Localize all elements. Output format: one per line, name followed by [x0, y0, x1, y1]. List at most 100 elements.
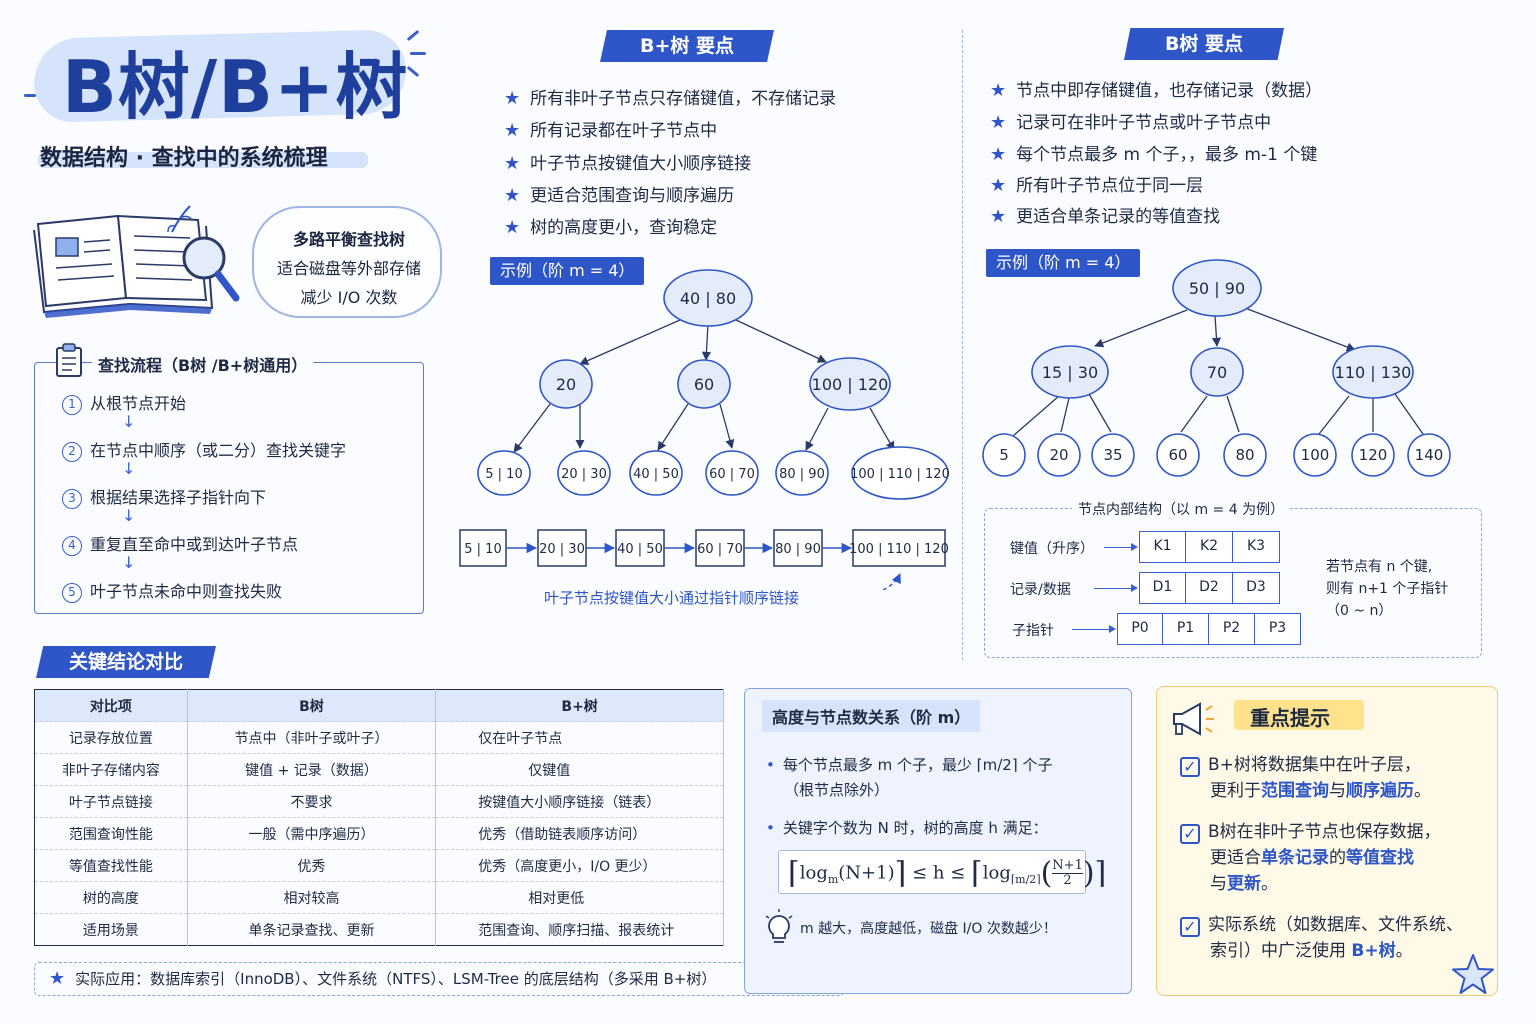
section-divider [962, 30, 963, 660]
table-row: 叶子节点链接不要求按键值大小顺序链接（链表） [34, 785, 724, 818]
table-header: 对比项 [34, 689, 188, 722]
pointer-row-label: 子指针 [1012, 623, 1054, 639]
arrow-icon [1072, 625, 1116, 633]
table-cell: 一般（需中序遍历） [187, 817, 437, 850]
sparkle-mark [406, 65, 420, 78]
step-number: 5 [62, 583, 82, 603]
bplus-internal-node: 20 [556, 375, 576, 394]
search-process-title: 查找流程（B树 /B+树通用） [92, 352, 314, 376]
btree-leaf-node: 5 [999, 446, 1009, 464]
height-formula-box [778, 850, 1086, 894]
table-cell: 树的高度 [34, 881, 188, 914]
checkbox-icon: ✓ [1180, 917, 1200, 937]
bplus-internal-node: 100 | 120 [812, 375, 889, 394]
fraction-numerator: N+1 [1052, 858, 1083, 874]
bullet-text: 节点中即存储键值，也存储记录（数据） [1016, 81, 1323, 101]
hint-highlight: B+树 [1351, 941, 1396, 961]
height-relation-title: 高度与节点数关系（阶 m） [762, 700, 981, 732]
key-cell: K1 [1139, 531, 1186, 563]
star-icon: ★ [990, 175, 1007, 196]
btree-banner: B树 要点 [1124, 28, 1284, 60]
down-arrow-icon: ↓ [122, 459, 136, 478]
leaf-link-caption: 叶子节点按键值大小通过指针顺序链接 [544, 589, 800, 607]
table-cell: 节点中（非叶子或叶子） [187, 721, 437, 754]
hint-title: 重点提示 [1250, 706, 1330, 730]
down-arrow-icon: ↓ [122, 506, 136, 525]
record-cell: D2 [1186, 572, 1233, 604]
hint-text: 与 [1329, 781, 1346, 801]
hint-text: B+树将数据集中在叶子层， [1208, 755, 1421, 775]
paren: ( [1040, 856, 1053, 891]
record-row-label: 记录/数据 [1010, 582, 1071, 598]
height-bullet: • 关键字个数为 N 时，树的高度 h 满足： [766, 815, 1048, 841]
ceil-bracket: ⌈ [788, 856, 800, 891]
btree-leaf-node: 60 [1168, 446, 1187, 464]
table-cell: 仅在叶子节点 [435, 721, 724, 754]
book-icon [33, 205, 214, 318]
table-row: 适用场景单条记录查找、更新范围查询、顺序扫描、报表统计 [34, 913, 724, 946]
table-cell: 范围查询性能 [34, 817, 188, 850]
star-icon: ★ [504, 185, 521, 206]
btree-internal-node: 110 | 130 [1335, 363, 1412, 382]
table-cell: 记录存放位置 [34, 721, 188, 754]
table-row: 树的高度相对较高相对更低 [34, 881, 724, 914]
key-cell: K3 [1233, 531, 1280, 563]
bullet-text: 更适合范围查询与顺序遍历 [530, 186, 735, 206]
table-row: 记录存放位置节点中（非叶子或叶子）仅在叶子节点 [34, 721, 724, 754]
comparison-table: 对比项 B树 B+树 记录存放位置节点中（非叶子或叶子）仅在叶子节点 非叶子存储… [34, 689, 724, 946]
height-relation-panel [744, 688, 1132, 994]
bplus-bullet: ★树的高度更小，查询稳定 [504, 213, 717, 238]
table-cell: 单条记录查找、更新 [187, 913, 437, 946]
fraction-denominator: 2 [1063, 873, 1072, 888]
hint-item-1: ✓B+树将数据集中在叶子层， 更利于范围查询与顺序遍历。 [1180, 752, 1431, 804]
table-header: B+树 [435, 689, 724, 722]
pointer-cells: P0 P1 P2 P3 [1117, 613, 1301, 645]
key-cell: K2 [1186, 531, 1233, 563]
formula-base: ⌈m/2⌉ [1010, 873, 1041, 887]
btree-bullet: ★记录可在非叶子节点或叶子节点中 [990, 108, 1271, 133]
btree-diagram: 50 | 90 15 | 30 70 110 | 130 5 20 35 60 … [982, 259, 1451, 477]
bullet-dot: • [766, 756, 775, 774]
table-header-row: 对比项 B树 B+树 [34, 689, 724, 722]
bplus-leaf-node: 5 | 10 [485, 467, 522, 482]
pointer-count-note: 若节点有 n 个键, 则有 n+1 个子指针 （0 ~ n） [1326, 556, 1448, 622]
bullet-dot: • [766, 819, 775, 837]
hint-highlight: 范围查询 [1261, 781, 1329, 801]
key-cells: K1 K2 K3 [1139, 531, 1280, 563]
note-line: 若节点有 n 个键, [1326, 559, 1433, 575]
key-row-label: 键值（升序） [1010, 541, 1094, 557]
bplus-leaf-node: 60 | 70 [709, 467, 755, 482]
pointer-cell: P2 [1209, 613, 1255, 645]
hint-text: 的 [1329, 848, 1346, 868]
step-number: 2 [62, 442, 82, 462]
table-row: 等值查找性能优秀优秀（高度更小，I/O 更少） [34, 849, 724, 882]
bplus-tree-diagram: 40 | 80 20 60 100 | 120 5 | 10 20 | 30 4… [459, 269, 950, 590]
btree-leaf-node: 20 [1049, 446, 1068, 464]
star-icon: ★ [990, 112, 1007, 133]
arrow-icon [1104, 543, 1138, 551]
star-icon: ★ [990, 80, 1007, 101]
record-cells: D1 D2 D3 [1139, 572, 1280, 604]
applications-text: 实际应用：数据库索引（InnoDB）、文件系统（NTFS）、LSM-Tree 的… [75, 970, 717, 988]
btree-bullet: ★ 节点中即存储键值，也存储记录（数据） [990, 76, 1322, 101]
bplus-leaf-node: 40 | 50 [633, 467, 679, 482]
hint-text: 。 [1414, 781, 1431, 801]
hint-text: 更适合 [1210, 848, 1261, 868]
hint-text: 更利于 [1210, 781, 1261, 801]
btree-example-tag: 示例（阶 m = 4） [986, 249, 1141, 277]
star-icon: ★ [504, 88, 521, 109]
hint-text: 实际系统（如数据库、文件系统、 [1208, 915, 1463, 935]
bullet-text: 关键字个数为 N 时，树的高度 h 满足： [782, 819, 1048, 837]
table-cell: 相对更低 [435, 881, 724, 914]
btree-leaf-node: 80 [1235, 446, 1254, 464]
table-cell: 优秀（借助链表顺序访问） [435, 817, 724, 850]
bullet-text: 所有记录都在叶子节点中 [530, 121, 718, 141]
hint-highlight: 更新 [1227, 874, 1261, 894]
checkbox-icon: ✓ [1180, 757, 1200, 777]
bplus-leaf-node: 20 | 30 [561, 467, 607, 482]
hint-text: 与 [1210, 874, 1227, 894]
hint-text: 。 [1395, 941, 1413, 961]
